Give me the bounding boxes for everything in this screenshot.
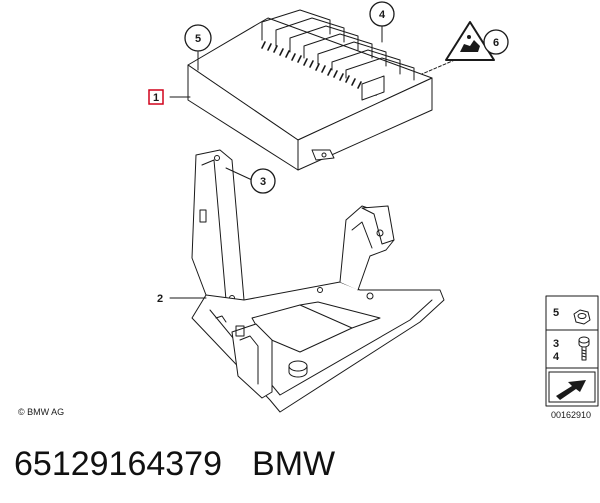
callout-2-label: 2 <box>157 293 163 305</box>
callout-4-label: 4 <box>379 9 386 21</box>
callout-1-label: 1 <box>153 92 159 104</box>
direction-arrow-icon <box>548 371 596 403</box>
callout-4-circle <box>369 1 395 27</box>
legend-item-4-label: 4 <box>553 351 560 363</box>
drawing-number: 00162910 <box>551 410 591 420</box>
brand-name: BMW <box>252 445 336 483</box>
legend-item-5-label: 5 <box>553 307 559 319</box>
amplifier-unit <box>187 9 433 171</box>
callout-6-label: 6 <box>493 37 499 49</box>
callout-6-circle <box>483 29 509 55</box>
mounting-bracket <box>191 149 445 413</box>
parts-diagram: 5 4 6 3 1 2 5 3 4 © BMW AG 00162910 <box>18 1 599 420</box>
callout-3-circle <box>250 168 276 194</box>
warning-triangle-icon <box>445 21 495 61</box>
callout-3-label: 3 <box>260 176 266 188</box>
part-number: 65129164379 <box>14 445 223 483</box>
callout-5-circle <box>184 24 212 52</box>
legend-item-3-label: 3 <box>553 338 559 350</box>
callout-5-label: 5 <box>195 33 201 45</box>
callout-1-box <box>148 89 164 105</box>
copyright-text: © BMW AG <box>18 407 64 417</box>
part-caption: 65129164379 BMW <box>14 436 594 492</box>
